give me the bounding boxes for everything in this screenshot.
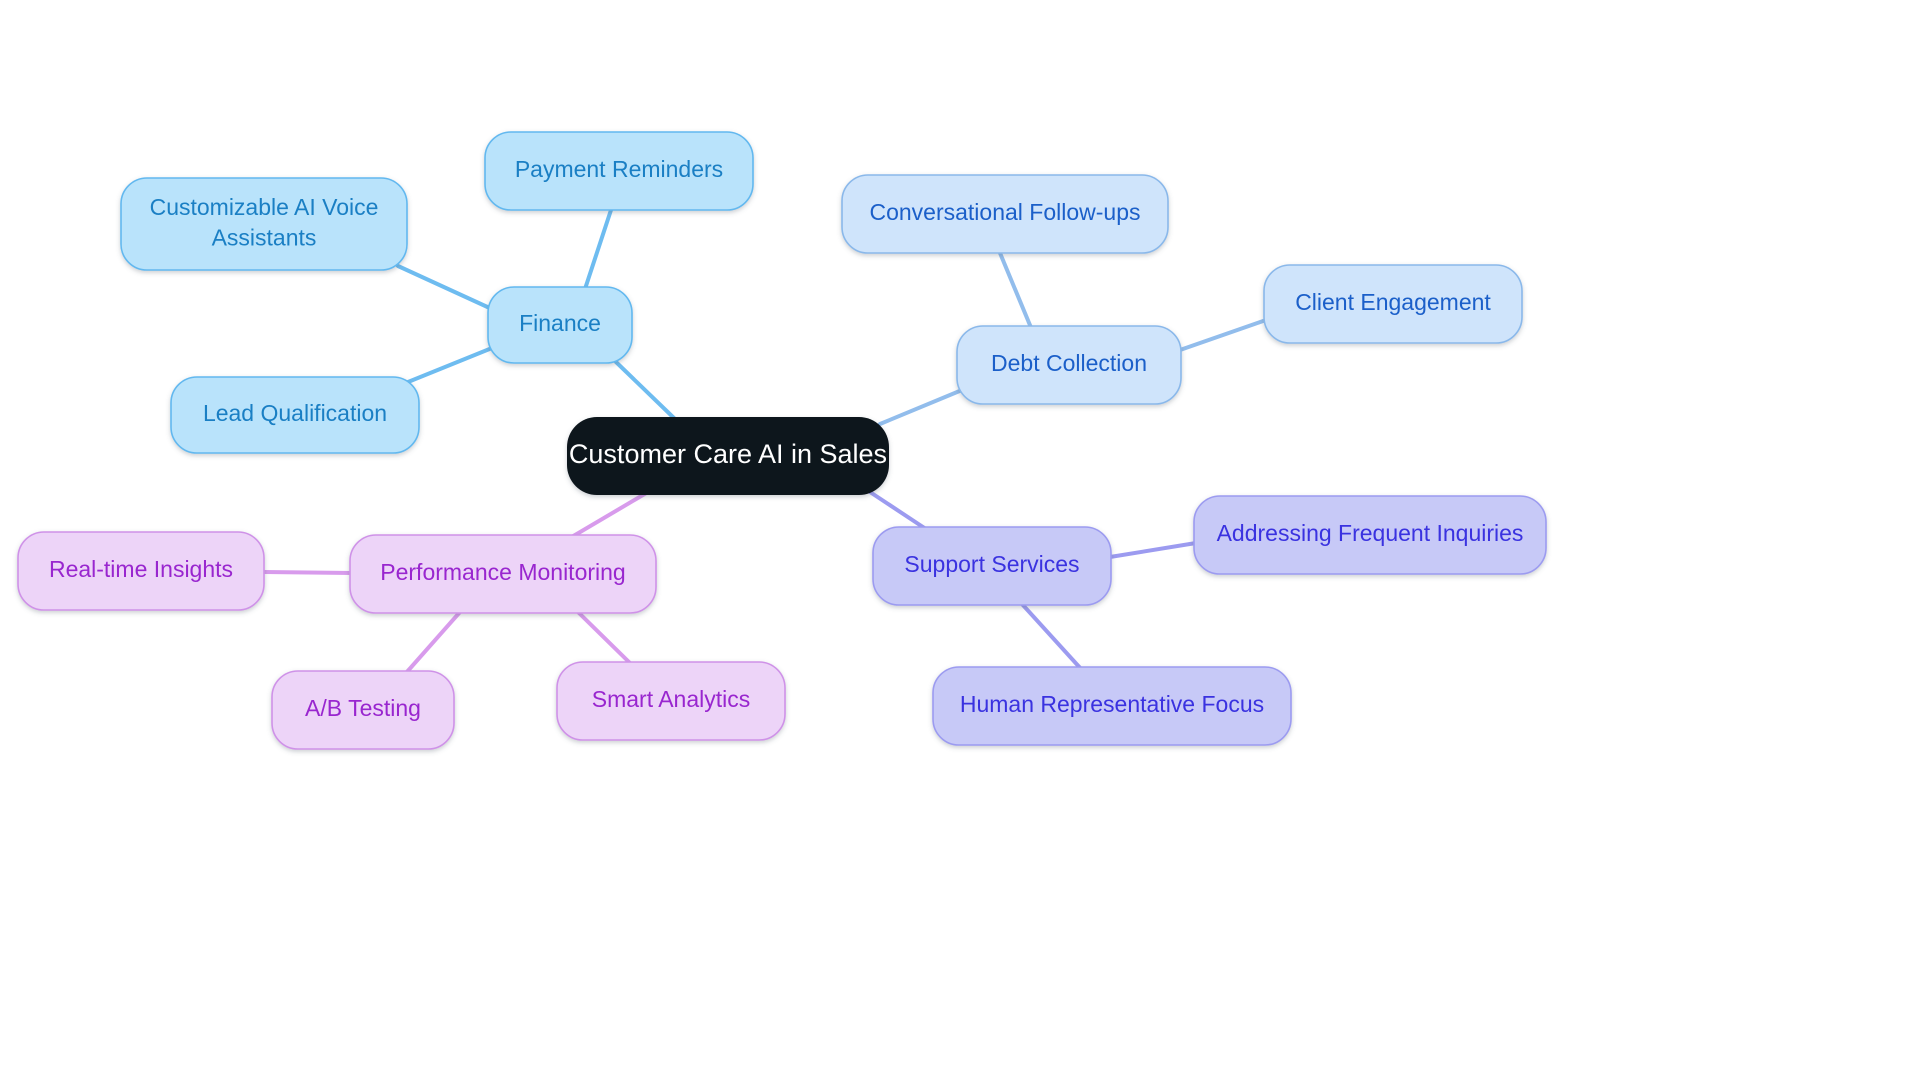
node-label-client-engagement: Client Engagement [1295,289,1491,315]
node-label-finance: Finance [519,310,601,336]
node-ab-testing[interactable]: A/B Testing [271,670,455,750]
node-label-smart-analytics: Smart Analytics [592,686,751,712]
node-shape-addressing-frequent-inquiries [1193,495,1547,575]
node-shape-customizable-ai-voice-assistants [120,177,408,271]
node-shape-real-time-insights [17,531,265,611]
edge-finance-to-customizable-ai-voice-assistants [396,264,496,312]
node-label-customizable-ai-voice-assistants: Customizable AI Voice [150,194,379,220]
edge-performance-monitoring-to-ab-testing [404,610,462,675]
node-label-addressing-frequent-inquiries: Addressing Frequent Inquiries [1217,520,1524,546]
node-label-performance-monitoring: Performance Monitoring [380,559,625,585]
node-label-support-services: Support Services [904,551,1079,577]
edge-support-services-to-human-representative-focus [1020,602,1084,672]
node-smart-analytics[interactable]: Smart Analytics [556,661,786,741]
node-label-payment-reminders: Payment Reminders [515,156,723,182]
edge-support-services-to-addressing-frequent-inquiries [1108,541,1198,559]
node-shape-human-representative-focus [932,666,1292,746]
node-shape-client-engagement [1263,264,1523,344]
node-shape-ab-testing [271,670,455,750]
node-label-conversational-follow-ups: Conversational Follow-ups [869,199,1140,225]
node-root[interactable]: Customer Care AI in Sales [567,417,889,495]
node-label-debt-collection: Debt Collection [991,350,1147,376]
node-label-root: Customer Care AI in Sales [569,439,887,469]
edge-finance-to-payment-reminders [582,208,613,294]
edge-root-to-debt-collection [878,388,964,426]
node-shape-lead-qualification [170,376,420,454]
node-shape-payment-reminders [484,131,754,211]
node-shape-conversational-follow-ups [841,174,1169,254]
node-label-ab-testing: A/B Testing [305,695,421,721]
node-lead-qualification[interactable]: Lead Qualification [170,376,420,454]
node-label-human-representative-focus: Human Representative Focus [960,691,1264,717]
node-support-services[interactable]: Support Services [872,526,1112,606]
node-payment-reminders[interactable]: Payment Reminders [484,131,754,211]
node-shape-finance [487,286,633,364]
node-label-real-time-insights: Real-time Insights [49,556,233,582]
node-performance-monitoring[interactable]: Performance Monitoring [349,534,657,614]
edge-root-to-finance [614,360,678,422]
node-label-customizable-ai-voice-assistants: Assistants [212,224,317,250]
node-conversational-follow-ups[interactable]: Conversational Follow-ups [841,174,1169,254]
edge-performance-monitoring-to-smart-analytics [576,610,634,667]
nodes-layer: Customer Care AI in Sales Finance Customiz… [17,131,1547,750]
node-shape-support-services [872,526,1112,606]
node-real-time-insights[interactable]: Real-time Insights [17,531,265,611]
node-finance[interactable]: Finance [487,286,633,364]
edge-finance-to-lead-qualification [406,346,494,384]
node-shape-smart-analytics [556,661,786,741]
node-debt-collection[interactable]: Debt Collection [956,325,1182,405]
node-label-lead-qualification: Lead Qualification [203,400,387,426]
node-client-engagement[interactable]: Client Engagement [1263,264,1523,344]
node-shape-debt-collection [956,325,1182,405]
node-human-representative-focus[interactable]: Human Representative Focus [932,666,1292,746]
edge-debt-collection-to-client-engagement [1178,318,1268,352]
node-shape-root [567,417,889,495]
edge-root-to-performance-monitoring [568,490,650,540]
node-shape-performance-monitoring [349,534,657,614]
edge-performance-monitoring-to-real-time-insights [262,570,354,575]
edge-debt-collection-to-conversational-follow-ups [998,251,1034,332]
edges-layer [262,208,1268,675]
node-addressing-frequent-inquiries[interactable]: Addressing Frequent Inquiries [1193,495,1547,575]
